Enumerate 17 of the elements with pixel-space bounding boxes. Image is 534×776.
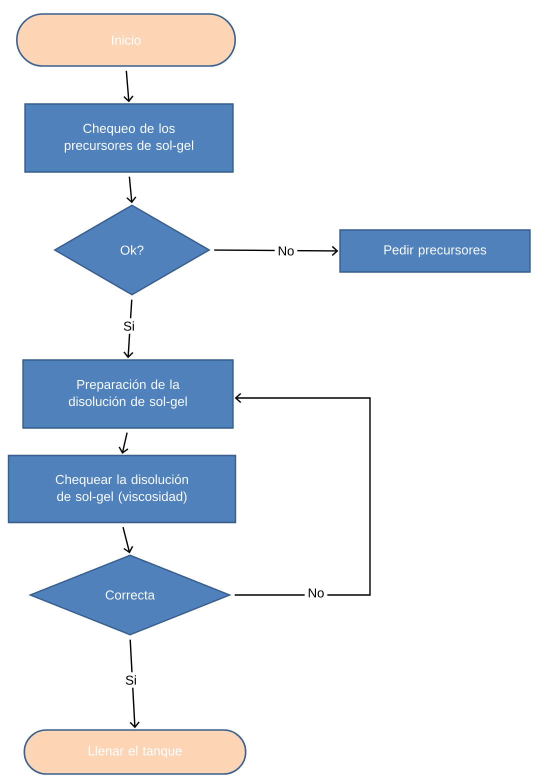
process-box: Chequear la disolución de sol-gel (viscosidad) (8, 454, 236, 524)
arrow (214, 246, 338, 256)
arrow (122, 526, 134, 554)
arrow (126, 176, 136, 204)
terminal-oval: Llenar el tanque (24, 729, 246, 775)
process-box: Pedir precursores (339, 229, 531, 273)
edge-label: No (304, 585, 328, 601)
arrow (234, 392, 371, 596)
arrow (118, 432, 128, 454)
process-box: Chequeo de los precursores de sol-gel (24, 103, 234, 173)
edge-label: No (274, 243, 298, 259)
process-box: Preparación de la disolución de sol-gel (22, 359, 234, 429)
edge-label: Si (120, 318, 138, 334)
arrow (123, 70, 134, 102)
edge-label: Si (122, 672, 140, 688)
arrow (130, 640, 140, 728)
arrow (123, 300, 134, 358)
